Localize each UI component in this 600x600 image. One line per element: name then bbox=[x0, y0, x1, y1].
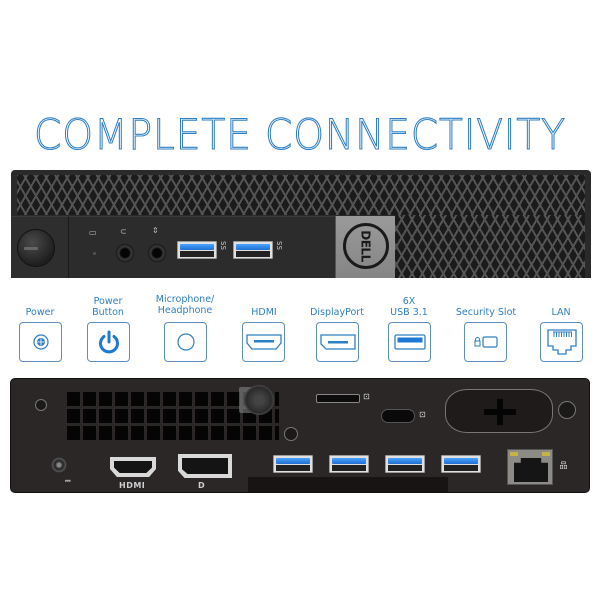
front-vent-mesh-right bbox=[395, 215, 585, 278]
lock-icon: ⊡ bbox=[363, 392, 370, 401]
optional-port-cutout bbox=[445, 389, 553, 433]
dc-symbol: ⎓ bbox=[65, 477, 72, 485]
page-title: COMPLETE CONNECTIVITY bbox=[34, 109, 566, 159]
legend-label-displayport: DisplayPort bbox=[310, 307, 364, 318]
legend-label-lan: LAN bbox=[551, 307, 571, 318]
expansion-slot bbox=[316, 394, 360, 403]
security-slot[interactable] bbox=[381, 409, 415, 423]
rear-usb-port-3[interactable] bbox=[385, 455, 425, 473]
headphone-icon: ⊂ bbox=[120, 227, 127, 236]
headphone-jack[interactable] bbox=[115, 243, 135, 263]
legend-label-hdmi: HDMI bbox=[251, 307, 277, 318]
legend-label-power: Power bbox=[25, 307, 55, 318]
legend-box-usb bbox=[388, 322, 431, 362]
chassis-screw-hole bbox=[35, 399, 47, 411]
front-io-block: ▭ ⊂ ⇕ SS SS bbox=[69, 216, 335, 278]
rear-usb-port-2[interactable] bbox=[329, 455, 369, 473]
thumb-screw[interactable] bbox=[244, 385, 274, 415]
rear-screw-hole bbox=[284, 427, 298, 441]
drive-activity-icon: ▭ bbox=[89, 228, 97, 237]
hdmi-label: HDMI bbox=[119, 481, 146, 490]
network-icon: 品 bbox=[559, 461, 568, 469]
activity-led bbox=[93, 252, 96, 255]
legend-box-hdmi bbox=[242, 322, 285, 362]
antenna-hole bbox=[558, 401, 576, 419]
rear-displayport[interactable] bbox=[178, 454, 232, 478]
dell-logo: DELL bbox=[343, 223, 389, 269]
legend-box-lan bbox=[540, 322, 583, 362]
front-vent-mesh bbox=[17, 175, 585, 215]
security-slot-icon bbox=[474, 336, 498, 348]
lock-icon: ⊡ bbox=[419, 410, 426, 419]
legend-label-audio: Microphone/ Headphone bbox=[155, 294, 215, 316]
rear-lan-port[interactable] bbox=[507, 449, 553, 485]
dc-power-jack[interactable] bbox=[51, 457, 67, 473]
rear-panel-strip bbox=[248, 477, 448, 492]
displayport-label: D bbox=[198, 481, 206, 490]
front-panel-photo: ▭ ⊂ ⇕ SS SS DELL bbox=[11, 170, 591, 278]
legend-box-displayport bbox=[316, 322, 359, 362]
usb-ss-label: SS bbox=[275, 241, 283, 250]
legend-box-audio bbox=[164, 322, 207, 362]
usb-ss-label: SS bbox=[219, 241, 227, 250]
rear-usb-port-1[interactable] bbox=[273, 455, 313, 473]
displayport-icon bbox=[319, 334, 356, 350]
usb-icon bbox=[393, 334, 426, 350]
dc-power-icon bbox=[32, 334, 49, 350]
legend-label-usb: 6X USB 3.1 bbox=[390, 296, 428, 318]
power-button[interactable] bbox=[17, 229, 55, 267]
front-usb-port-1[interactable] bbox=[177, 241, 217, 259]
microphone-icon: ⇕ bbox=[152, 226, 159, 235]
rear-hdmi-port[interactable] bbox=[110, 457, 156, 477]
power-button-icon bbox=[98, 330, 119, 354]
legend-box-power bbox=[19, 322, 62, 362]
legend-box-power-button bbox=[87, 322, 130, 362]
rear-usb-port-4[interactable] bbox=[441, 455, 481, 473]
rear-panel-photo: ⊡ ⊡ ⎓ HDMI D 品 bbox=[10, 378, 590, 493]
lan-icon bbox=[546, 329, 577, 355]
legend-box-security bbox=[464, 322, 507, 362]
legend-label-security: Security Slot bbox=[455, 307, 517, 318]
microphone-jack[interactable] bbox=[147, 243, 167, 263]
front-usb-port-2[interactable] bbox=[233, 241, 273, 259]
legend-label-power-button: Power Button bbox=[92, 296, 124, 318]
dell-badge-plate: DELL bbox=[335, 216, 395, 278]
power-button-housing bbox=[11, 216, 69, 278]
audio-jack-icon bbox=[176, 333, 195, 351]
hdmi-icon bbox=[245, 334, 282, 350]
